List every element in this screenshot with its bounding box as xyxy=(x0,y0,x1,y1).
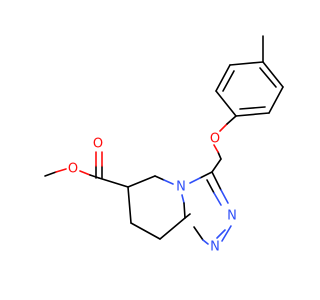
bond-benzene-inner-b xyxy=(259,67,277,88)
bond-triazole-n2-n1-a xyxy=(216,229,226,239)
bond-ring-c8-c7 xyxy=(130,222,161,240)
bond-benzene-inner-c xyxy=(222,70,235,92)
bond-o-aryl-red xyxy=(219,123,228,132)
bond-c3-ch2 xyxy=(211,158,222,173)
bond-benzene-4-5 xyxy=(229,61,264,66)
atom-label-n-bridge: N xyxy=(176,180,186,195)
bond-ch2-o-red xyxy=(213,144,219,153)
bond-ring-c5-n4 xyxy=(154,175,165,181)
bond-triazole-n1-c8a-blue xyxy=(202,239,209,245)
bond-triazole-c3-n2-inner xyxy=(206,179,215,194)
bond-ring-c8a-c8 xyxy=(159,217,186,240)
bond-triazole-c3-n4-blue xyxy=(189,177,201,184)
bond-triazole-c3-n2-blue xyxy=(220,189,229,204)
atom-label-o-ether: O xyxy=(210,132,220,147)
bond-triazole-c3-n2-inner-blue xyxy=(213,192,222,206)
molecule-structure: O O O N N N xyxy=(44,35,284,255)
bond-methyl-o xyxy=(44,171,57,177)
bond-ring-c7-c6 xyxy=(127,186,132,224)
bond-o-carbonyl-red xyxy=(79,170,91,176)
bond-lines xyxy=(44,35,284,245)
atom-label-n-lower: N xyxy=(210,240,220,255)
atom-labels: O O O N N N xyxy=(68,132,237,255)
bond-ch2-o xyxy=(217,151,222,160)
bond-benzene-6-1 xyxy=(215,90,237,117)
bond-carbonyl-ring xyxy=(98,177,129,188)
bond-methyl-o-red xyxy=(55,168,67,173)
bond-benzene-2-3 xyxy=(268,86,284,114)
bond-benzene-inner-a xyxy=(239,106,266,110)
bond-benzene-1-2 xyxy=(235,112,270,117)
bond-triazole-n1-c8a xyxy=(193,226,204,241)
atom-label-o-ester: O xyxy=(68,162,78,177)
atom-label-n-upper: N xyxy=(227,209,237,224)
bond-ring-c5-n4-blue xyxy=(163,179,174,185)
bond-o-carbonyl xyxy=(89,174,100,179)
bond-triazole-n2-n1-b xyxy=(221,225,232,242)
bond-triazole-c3-n2 xyxy=(211,171,222,191)
bond-ring-c6-c5 xyxy=(127,175,156,188)
atom-label-o-ketone: O xyxy=(93,137,103,152)
bond-triazole-c8a-double xyxy=(184,213,191,219)
bond-ring-n4-c8a-blue xyxy=(181,194,185,204)
bond-ring-n4-c8a xyxy=(183,202,186,219)
bond-triazole-c3-n4 xyxy=(199,171,213,179)
bond-benzene-3-4 xyxy=(262,61,284,88)
bond-benzene-5-6 xyxy=(215,64,231,92)
bond-o-aryl xyxy=(226,115,237,125)
